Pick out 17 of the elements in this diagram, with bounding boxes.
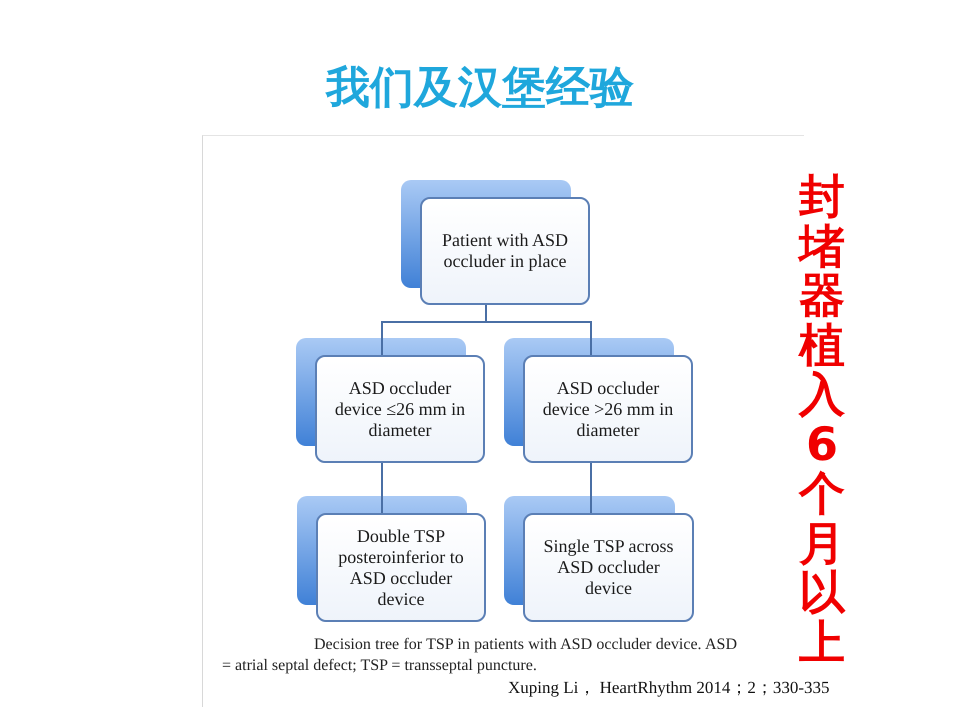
- slide-title: 我们及汉堡经验: [326, 62, 634, 113]
- figure-caption: Decision tree for TSP in patients with ASD occluder device. ASD = atrial septal defect; TSP = transseptal puncture.: [222, 635, 737, 676]
- citation-text: Xuping Li， HeartRhythm 2014；2；330-335: [508, 677, 830, 699]
- vertical-note: 封堵器植入6个月以上: [796, 172, 846, 667]
- process-box: [523, 513, 694, 622]
- connector-line: [381, 463, 383, 513]
- process-box: [523, 355, 693, 463]
- process-box: [316, 513, 486, 622]
- connector-line: [590, 463, 592, 513]
- process-box: [420, 197, 590, 305]
- connector-line: [485, 305, 592, 355]
- box-text: ASD occluder device >26 mm in diameter: [542, 378, 674, 440]
- box-text: Single TSP across ASD occluder device: [542, 536, 674, 599]
- box-text: ASD occluder device ≤26 mm in diameter: [334, 378, 466, 440]
- box-text: Double TSP posteroinferior to ASD occluder device: [337, 526, 465, 610]
- box-text: Patient with ASD occluder in place: [440, 230, 569, 272]
- process-box: [315, 355, 485, 463]
